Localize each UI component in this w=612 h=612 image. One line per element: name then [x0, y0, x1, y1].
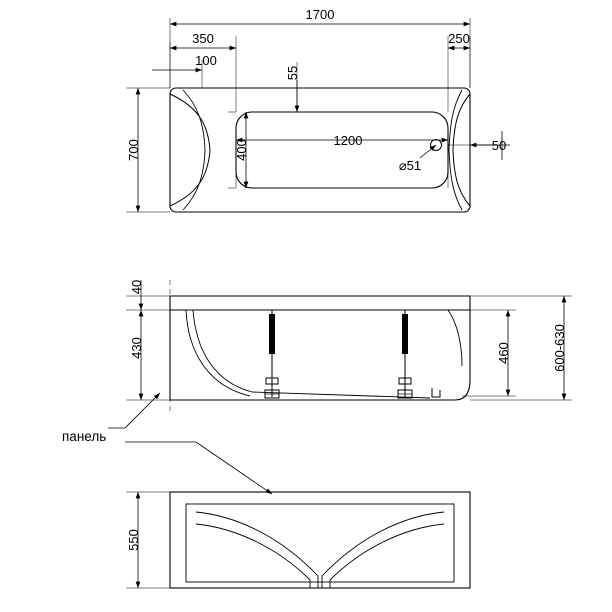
side-view-dimension-lines [108, 280, 567, 495]
dim-overall-width: 700 [126, 139, 141, 161]
dim-inner-length: 1200 [334, 133, 363, 148]
tub-left-curve-inner [182, 89, 206, 211]
dim-total-height-range: 600-630 [552, 324, 567, 372]
dim-offset-left: 350 [192, 31, 214, 46]
panel-motif-right-inner [329, 523, 445, 588]
dim-rim-thickness: 40 [129, 280, 144, 294]
tub-basin-top [235, 111, 449, 189]
tub-left-curve [169, 93, 211, 207]
panel-motif-left-inner [195, 523, 311, 588]
dim-panel-height: 550 [126, 529, 141, 551]
tub-leg-1 [264, 310, 280, 399]
top-view-extension-lines [126, 18, 510, 213]
leg-1-post [269, 314, 275, 354]
tub-right-curve [452, 93, 471, 207]
tub-leg-2 [397, 310, 413, 399]
side-view: 40 430 460 600-630 панель [62, 280, 572, 495]
dim-drain-diameter: ⌀51 [399, 158, 421, 173]
tub-profile-side-inner [185, 309, 251, 397]
drain-fitting-side [431, 388, 441, 398]
panel-inner-frame [185, 503, 455, 583]
tub-rim-side [169, 295, 471, 311]
panel-view-extension-lines [126, 491, 170, 589]
leg-2-post [402, 314, 408, 354]
dim-overall-length: 1700 [306, 7, 335, 22]
tub-profile-side [192, 309, 431, 399]
top-view: 1700 350 100 250 55 700 400 1200 50 ⌀51 [126, 7, 510, 213]
panel-callout-label: панель [62, 429, 106, 444]
dim-offset-left-inner: 100 [195, 53, 217, 68]
dim-inner-depth: 460 [496, 342, 511, 364]
dim-body-height: 430 [129, 337, 144, 359]
dim-offset-right: 250 [448, 31, 470, 46]
top-view-dimension-lines [135, 21, 503, 212]
dim-top-gap: 55 [285, 66, 300, 80]
tub-outline-top [169, 87, 471, 213]
panel-motif-left-outer [195, 511, 319, 588]
dim-inner-width: 400 [234, 139, 249, 161]
tub-right-curve-inner [448, 89, 463, 211]
tub-right-end-side [447, 309, 463, 367]
panel-motif-right-outer [321, 511, 445, 588]
panel-outline [169, 491, 471, 589]
panel-view: 550 [126, 491, 471, 589]
side-view-extension-lines [126, 280, 572, 412]
tub-outline-side [169, 296, 471, 401]
dim-right-edge: 50 [492, 138, 506, 153]
